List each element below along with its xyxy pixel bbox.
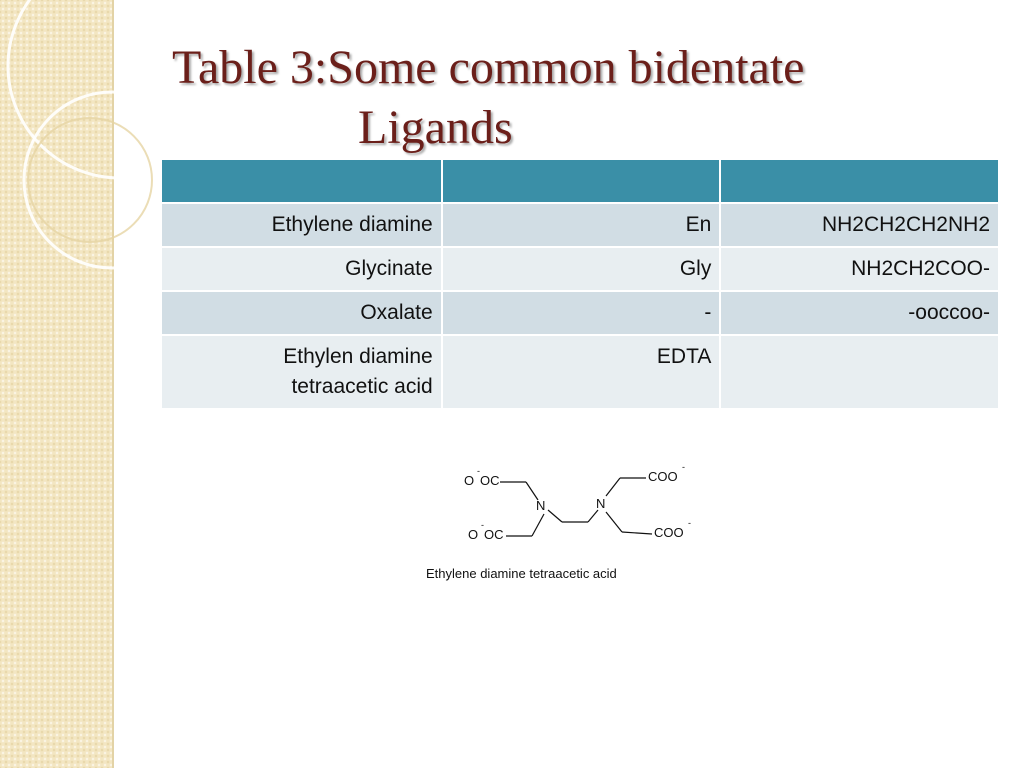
title-line-1: Table 3:Some common bidentate <box>172 41 805 94</box>
edta-structure: O - OC O - OC N N COO - COO - <box>440 440 720 560</box>
edta-charge-top-left: - <box>477 466 480 476</box>
header-cell-1 <box>162 160 441 204</box>
edta-charge-bottom-right: - <box>688 518 691 528</box>
ligand-formula <box>721 336 998 410</box>
ligand-abbr: En <box>442 204 720 248</box>
ligand-name-line-2: tetraacetic acid <box>291 375 433 398</box>
edta-oc-top-left: OC <box>480 473 500 488</box>
ligand-abbr: Gly <box>442 248 720 292</box>
ligand-name: Ethylene diamine <box>162 204 441 248</box>
edta-charge-bottom-left: - <box>481 520 484 530</box>
table-row: Oxalate - -ooccoo- <box>162 292 998 336</box>
side-band-edge <box>112 0 114 768</box>
ligands-table: Ethylene diamine En NH2CH2CH2NH2 Glycina… <box>160 160 1000 410</box>
table-row: Glycinate Gly NH2CH2COO- <box>162 248 998 292</box>
edta-o-top-left: O <box>464 473 475 488</box>
ligand-abbr: EDTA <box>442 336 720 410</box>
edta-o-bottom-left: O <box>468 527 479 542</box>
edta-oc-bottom-left: OC <box>484 527 504 542</box>
edta-n-left: N <box>536 498 546 513</box>
ligand-abbr: - <box>442 292 720 336</box>
table-row: Ethylene diamine En NH2CH2CH2NH2 <box>162 204 998 248</box>
ligand-name: Oxalate <box>162 292 441 336</box>
ligand-name: Glycinate <box>162 248 441 292</box>
edta-coo-bottom-right: COO <box>654 525 684 540</box>
edta-coo-top-right: COO <box>648 469 678 484</box>
decorative-rings <box>6 0 160 270</box>
header-cell-3 <box>721 160 998 204</box>
table-header-row <box>162 160 998 204</box>
header-cell-2 <box>442 160 720 204</box>
title-line-2: Ligands <box>358 101 513 154</box>
edta-caption: Ethylene diamine tetraacetic acid <box>426 566 617 581</box>
ligand-name: Ethylen diamine tetraacetic acid <box>162 336 441 410</box>
slide-title: Table 3:Some common bidentate Ligands <box>172 38 932 158</box>
ligand-formula: -ooccoo- <box>721 292 998 336</box>
edta-bonds <box>500 477 653 537</box>
table-row: Ethylen diamine tetraacetic acid EDTA <box>162 336 998 410</box>
ligand-name-line-1: Ethylen diamine <box>283 345 433 368</box>
ligand-formula: NH2CH2CH2NH2 <box>721 204 998 248</box>
edta-charge-top-right: - <box>682 462 685 472</box>
edta-n-right: N <box>596 496 606 511</box>
ligand-formula: NH2CH2COO- <box>721 248 998 292</box>
